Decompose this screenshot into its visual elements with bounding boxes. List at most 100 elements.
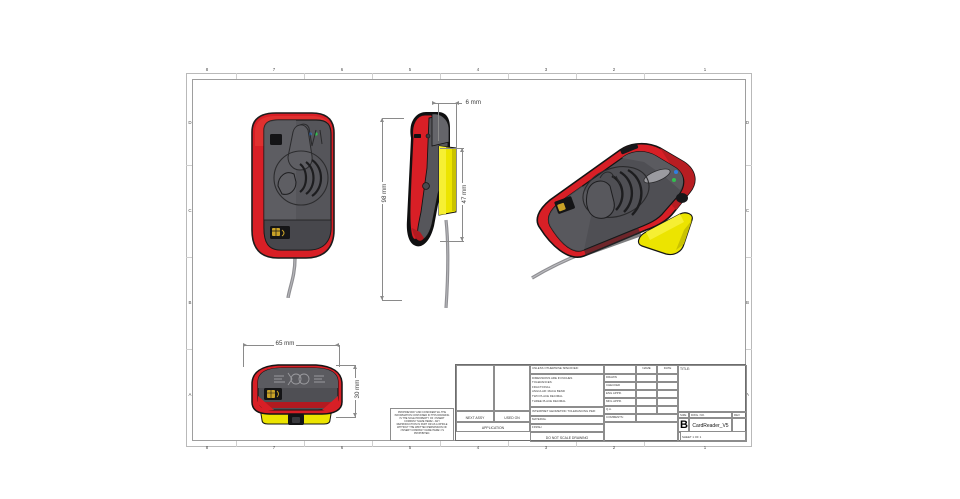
zone-left-c: C: [188, 208, 192, 213]
dim-65-arrow-left: [243, 343, 247, 347]
do-not-scale-label: DO NOT SCALE DRAWING: [530, 432, 604, 442]
next-assy-label: NEXT ASSY: [456, 411, 494, 422]
finish-label: FINISH: [530, 424, 604, 432]
row-qa-name[interactable]: [636, 406, 657, 414]
dwg-no-value: CardReader_V5: [689, 418, 732, 432]
dim-47-arrow-bottom: [460, 237, 464, 241]
dim-98-arrow-bottom: [380, 296, 384, 300]
zone-top-3: 3: [544, 67, 548, 72]
dim-47-label: 47 mm: [461, 183, 469, 205]
proprietary-note: PROPRIETARY AND CONFIDENTIAL THE INFORMA…: [390, 408, 454, 441]
dim-6-line: [432, 103, 462, 104]
dim-98-line: [382, 118, 383, 300]
zone-top-2: 2: [612, 67, 616, 72]
dimensions-note: DIMENSIONS ARE IN INCHES: [532, 375, 573, 380]
zone-top-5: 5: [408, 67, 412, 72]
row-qa-label: Q.A.: [604, 406, 636, 414]
side-view: [396, 108, 476, 309]
zone-bottom-1: 1: [703, 445, 707, 450]
dim-6-label: 6 mm: [464, 99, 483, 107]
row-drawn-name[interactable]: [636, 374, 657, 382]
dim-65-ext-left: [243, 345, 244, 367]
material-label: MATERIAL: [530, 416, 604, 424]
dim-47-ext-top: [440, 148, 464, 149]
dim-30-arrow-top: [353, 365, 357, 369]
dim-65-arrow-right: [335, 343, 339, 347]
used-on-blank: [494, 365, 530, 411]
zone-right-a: A: [746, 392, 749, 397]
row-drawn-label: DRAWN: [604, 374, 636, 382]
dim-65-ext-right: [339, 345, 340, 367]
zone-bottom-2: 2: [612, 445, 616, 450]
dim-65-label: 65 mm: [274, 340, 296, 348]
dwg-no-label: DWG. NO.: [689, 412, 732, 418]
row-checked-date[interactable]: [657, 382, 678, 390]
zone-bottom-4: 4: [476, 445, 480, 450]
zone-right-b: B: [746, 300, 749, 305]
zone-bottom-8: 8: [205, 445, 209, 450]
zone-left-b: B: [188, 300, 192, 305]
sheet-border-outer: [186, 73, 752, 447]
dim-98-arrow-top: [380, 118, 384, 122]
dim-30-arrow-bottom: [353, 413, 357, 417]
row-qa-date[interactable]: [657, 406, 678, 414]
bottom-view: [244, 358, 348, 432]
row-comments-label: COMMENTS:: [604, 414, 636, 422]
tol-fractional: FRACTIONAL: [532, 384, 551, 389]
comments-area[interactable]: [604, 422, 678, 442]
row-eng-appr-label: ENG APPR.: [604, 390, 636, 398]
tol-three-place: THREE PLACE DECIMAL: [532, 398, 566, 403]
zone-bottom-7: 7: [272, 445, 276, 450]
zone-right-c: C: [745, 208, 750, 213]
interpret-tolerancing-label: UNLESS OTHERWISE SPECIFIED:: [530, 365, 604, 374]
sheet-label: SHEET 1 OF 1: [680, 431, 746, 441]
tolerances-label: TOLERANCES:: [532, 380, 553, 385]
dim-98-ext-top: [382, 118, 404, 119]
row-eng-appr-date[interactable]: [657, 390, 678, 398]
row-checked-name[interactable]: [636, 382, 657, 390]
zone-top-4: 4: [476, 67, 480, 72]
title-block: NEXT ASSY USED ON APPLICATION UNLESS OTH…: [455, 364, 747, 442]
dim-30-label: 30 mm: [354, 378, 362, 400]
col-date-header: DATE: [657, 365, 678, 374]
rev-value: [732, 418, 747, 432]
rev-label: REV: [732, 412, 747, 418]
dim-98-ext-bottom: [382, 300, 402, 301]
interpret-geometric-label: INTERPRET GEOMETRIC TOLERANCING PER:: [530, 407, 604, 416]
isometric-view: [524, 140, 710, 280]
title-label: TITLE:: [678, 365, 747, 412]
dim-98-label: 98 mm: [381, 182, 389, 204]
zone-left-a: A: [188, 392, 192, 397]
size-value: B: [678, 418, 689, 432]
front-view: [238, 108, 348, 299]
used-on-label: USED ON: [494, 411, 530, 422]
application-label: APPLICATION: [456, 422, 530, 432]
row-drawn-date[interactable]: [657, 374, 678, 382]
zone-bottom-6: 6: [340, 445, 344, 450]
next-assy-blank: [456, 365, 494, 411]
zone-top-7: 7: [272, 67, 276, 72]
row-mfg-appr-label: MFG APPR.: [604, 398, 636, 406]
row-checked-label: CHECKED: [604, 382, 636, 390]
zone-top-8: 8: [205, 67, 209, 72]
zone-top-6: 6: [340, 67, 344, 72]
dim-6-arrow-left: [432, 101, 436, 105]
row-mfg-appr-name[interactable]: [636, 398, 657, 406]
dim-30-ext-bottom: [336, 417, 356, 418]
tol-two-place: TWO PLACE DECIMAL: [532, 393, 563, 398]
dim-6-arrow-right: [455, 101, 459, 105]
zone-bottom-3: 3: [544, 445, 548, 450]
row-comments-value[interactable]: [636, 414, 678, 422]
row-mfg-appr-date[interactable]: [657, 398, 678, 406]
dim-6-ext-left: [438, 103, 439, 141]
row-eng-appr-name[interactable]: [636, 390, 657, 398]
col-name-header: NAME: [636, 365, 657, 374]
dim-30-ext-top: [336, 365, 356, 366]
zone-bottom-5: 5: [408, 445, 412, 450]
tolerance-list: DIMENSIONS ARE IN INCHES TOLERANCES: FRA…: [530, 374, 604, 407]
tol-angular: ANGULAR: MACH BEND: [532, 389, 565, 394]
zone-right-d: D: [745, 120, 750, 125]
zone-left-d: D: [188, 120, 192, 125]
zone-top-1: 1: [703, 67, 707, 72]
